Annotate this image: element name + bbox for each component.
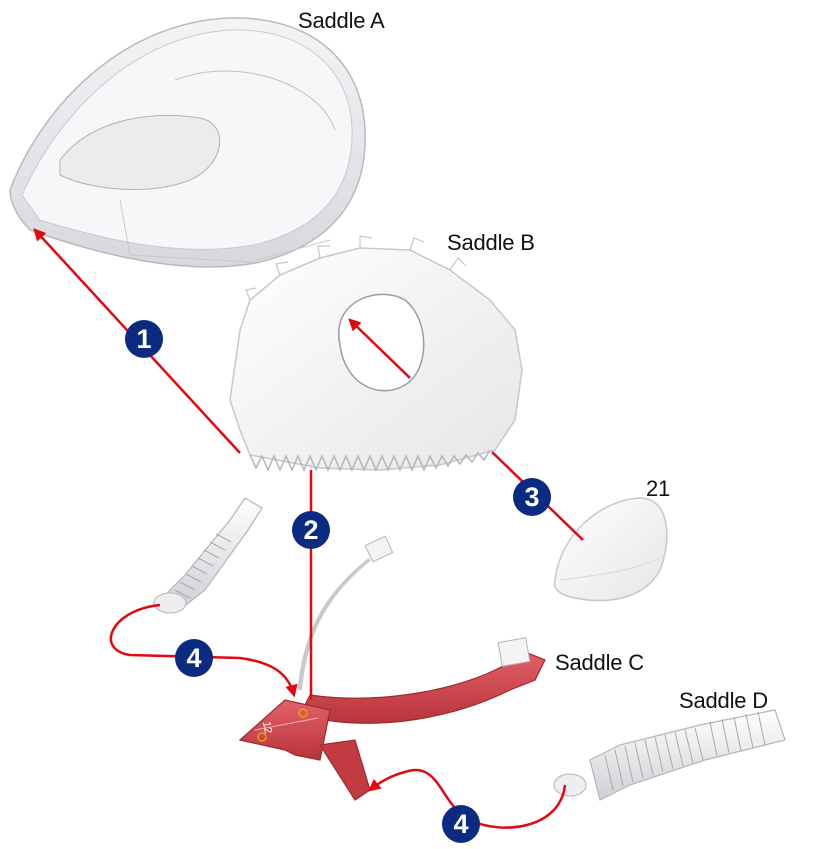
part-21: [555, 498, 667, 601]
paper-strip-part: [300, 536, 393, 690]
step-2-badge: 2: [292, 511, 330, 549]
saddle-d-label: Saddle D: [679, 688, 768, 714]
step-3-badge: 3: [513, 478, 551, 516]
step-1-badge: 1: [125, 320, 163, 358]
saddle-b-label: Saddle B: [447, 230, 535, 256]
saddle-a-part: [10, 18, 365, 267]
tube-upper-part: [154, 498, 262, 613]
saddle-b-part: [230, 236, 522, 470]
step-4-badge-left: 4: [175, 639, 213, 677]
part-c-marking: 12: [260, 720, 274, 734]
saddle-d-part: [554, 710, 785, 800]
part-21-label: 21: [646, 476, 670, 502]
saddle-a-label: Saddle A: [298, 8, 384, 34]
step-4-badge-right: 4: [442, 805, 480, 843]
saddle-c-label: Saddle C: [555, 650, 644, 676]
